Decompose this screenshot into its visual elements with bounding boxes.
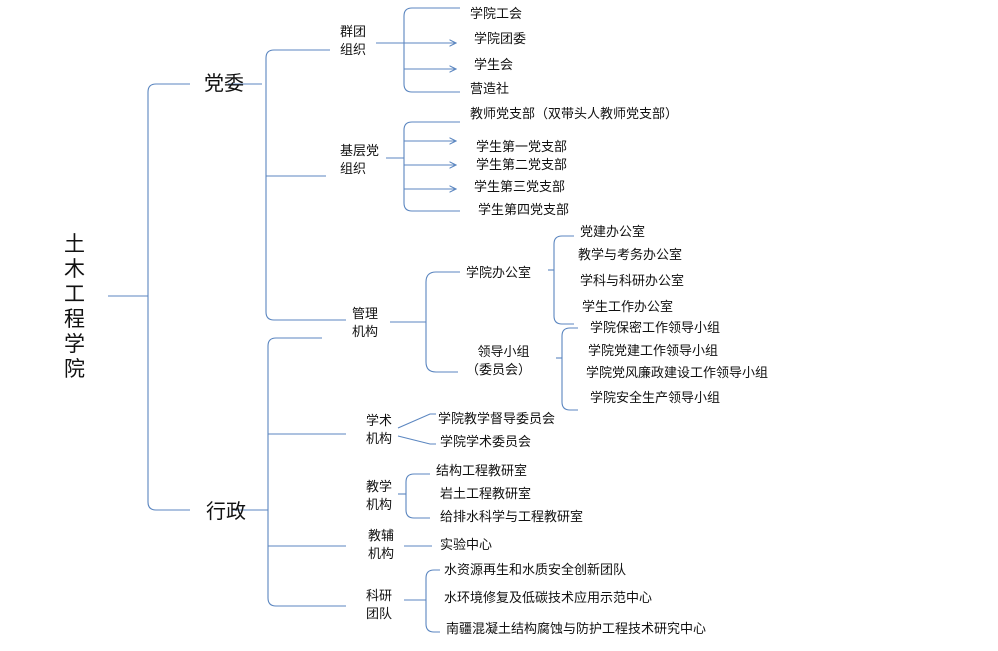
teaching-item: 给排水科学与工程教研室 <box>440 510 584 525</box>
administration-label: 行政 <box>206 499 246 523</box>
support-label-line-2: 机构 <box>368 547 395 562</box>
office-label: 学院办公室 <box>466 266 532 281</box>
leading-group-item: 学院党建工作领导小组 <box>588 344 719 359</box>
office-item: 教学与考务办公室 <box>578 248 683 263</box>
grassroots-item: 学生第三党支部 <box>474 180 566 195</box>
party-bracket <box>228 49 346 321</box>
grassroots-label-line-1: 基层党 <box>340 144 380 159</box>
grassroots-item: 学生第四党支部 <box>478 203 570 218</box>
leading-groups-label-line-1: 领导小组 <box>477 345 530 360</box>
research-label: 科研 团队 <box>366 588 392 624</box>
grassroots-bracket <box>386 121 460 212</box>
mass-org-item: 学院团委 <box>474 32 527 47</box>
teaching-bracket <box>398 473 430 519</box>
teaching-label: 教学 机构 <box>366 479 392 515</box>
mass-org-item: 学生会 <box>474 58 514 73</box>
research-item: 南疆混凝土结构腐蚀与防护工程技术研究中心 <box>446 622 707 637</box>
office-item: 学科与科研办公室 <box>580 274 685 289</box>
academic-bracket <box>397 413 436 445</box>
grassroots-item: 学生第二党支部 <box>476 158 568 173</box>
office-item: 党建办公室 <box>580 225 646 240</box>
research-label-line-2: 团队 <box>366 607 393 622</box>
leading-groups-label-line-2: （委员会） <box>466 363 532 378</box>
admin-bracket <box>232 337 346 607</box>
mass-orgs-label-line-1: 群团 <box>340 25 367 40</box>
management-label-line-1: 管理 <box>352 307 379 322</box>
academic-label: 学术 机构 <box>366 413 392 449</box>
party-committee-label: 党委 <box>204 71 244 95</box>
leading-groups-bracket <box>556 327 578 411</box>
leading-groups-label: 领导小组 （委员会） <box>466 344 531 380</box>
grassroots-label: 基层党 组织 <box>340 143 379 179</box>
academic-item: 学院教学督导委员会 <box>438 412 556 427</box>
leading-group-item: 学院保密工作领导小组 <box>590 321 721 336</box>
office-bracket <box>548 235 574 325</box>
research-item: 水资源再生和水质安全创新团队 <box>444 563 627 578</box>
teaching-label-line-1: 教学 <box>366 480 393 495</box>
academic-item: 学院学术委员会 <box>440 435 532 450</box>
root-bracket <box>108 83 190 511</box>
mass-orgs-label: 群团 组织 <box>340 24 366 60</box>
grassroots-item: 学生第一党支部 <box>476 140 568 155</box>
research-item: 水环境修复及低碳技术应用示范中心 <box>444 591 653 606</box>
mass-org-item: 营造社 <box>470 82 510 97</box>
mass-orgs-label-line-2: 组织 <box>340 43 367 58</box>
office-item: 学生工作办公室 <box>582 300 674 315</box>
teaching-item: 结构工程教研室 <box>436 464 528 479</box>
teaching-label-line-2: 机构 <box>366 498 393 513</box>
research-label-line-1: 科研 <box>366 589 393 604</box>
support-label-line-1: 教辅 <box>368 529 395 544</box>
teaching-item: 岩土工程教研室 <box>440 487 532 502</box>
management-label: 管理 机构 <box>352 306 378 342</box>
leading-group-item: 学院安全生产领导小组 <box>590 391 721 406</box>
mass-org-item: 学院工会 <box>470 7 523 22</box>
leading-group-item: 学院党风廉政建设工作领导小组 <box>586 366 769 381</box>
management-bracket <box>390 271 460 373</box>
root-title: 土木工程学院 <box>64 232 85 381</box>
management-label-line-2: 机构 <box>352 325 379 340</box>
mass-orgs-bracket <box>376 7 460 93</box>
research-bracket <box>404 569 440 633</box>
support-label: 教辅 机构 <box>368 528 394 564</box>
grassroots-item: 教师党支部（双带头人教师党支部） <box>470 107 679 122</box>
academic-label-line-2: 机构 <box>366 432 393 447</box>
support-item: 实验中心 <box>440 538 493 553</box>
academic-label-line-1: 学术 <box>366 414 393 429</box>
grassroots-label-line-2: 组织 <box>340 162 367 177</box>
